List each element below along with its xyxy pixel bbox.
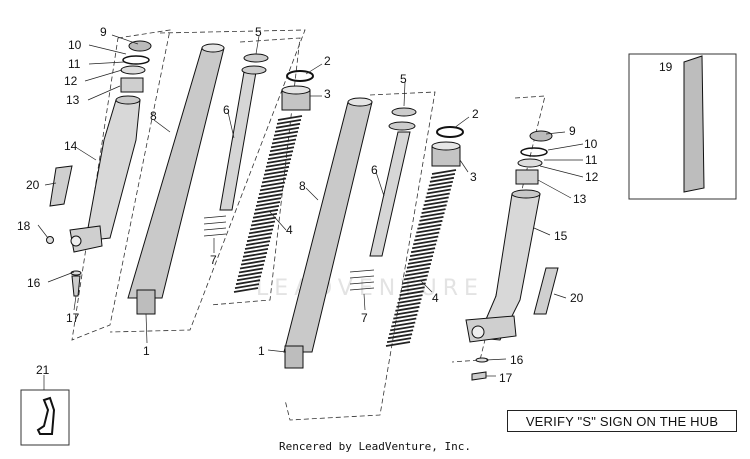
callout-numbers: 9 10 11 12 13 14 20 18 16 17 1 8 5 6 7 4…	[17, 25, 673, 385]
callout-4-left: 4	[286, 223, 293, 237]
washer-bolt-right	[471, 357, 489, 381]
assembly-outline-right	[451, 95, 546, 363]
callout-6-left: 6	[223, 103, 230, 117]
footer-credit: Rencered by LeadVenture, Inc.	[278, 440, 472, 453]
right-main-spring	[385, 169, 457, 347]
right-fork-slider	[465, 189, 541, 343]
sticker-box	[628, 53, 737, 200]
left-damper-rod	[219, 53, 269, 211]
right-fork-tube	[283, 97, 373, 369]
assembly-outline-left	[71, 29, 306, 341]
callout-13-right: 13	[573, 192, 587, 206]
callout-20-left: 20	[26, 178, 40, 192]
assembly-outline-center	[209, 37, 436, 421]
callout-8-left: 8	[150, 109, 157, 123]
callout-17-left: 17	[66, 311, 80, 325]
callout-1-right: 1	[258, 344, 265, 358]
callout-20-right: 20	[570, 291, 584, 305]
callout-16-right: 16	[510, 353, 524, 367]
right-damper-rod	[369, 107, 417, 257]
leader-lines	[37, 34, 584, 390]
left-cap-stack	[120, 40, 152, 93]
callout-2-left: 2	[324, 54, 331, 68]
callout-12-right: 12	[585, 170, 599, 184]
callout-12-left: 12	[64, 74, 78, 88]
left-fork-slider	[69, 95, 141, 253]
callout-16-left: 16	[27, 276, 41, 290]
callout-17-right: 17	[499, 371, 513, 385]
callout-5-left: 5	[255, 25, 262, 39]
left-fork-tube	[127, 43, 225, 315]
guard-left	[49, 165, 73, 207]
callout-13-left: 13	[66, 93, 80, 107]
clip-box	[20, 389, 70, 446]
callout-8-right: 8	[299, 179, 306, 193]
callout-2-right: 2	[472, 107, 479, 121]
right-cap-stack	[515, 130, 553, 185]
callout-18: 18	[17, 219, 31, 233]
callout-4-right: 4	[432, 291, 439, 305]
callout-9-left: 9	[100, 25, 107, 39]
right-rebound-spring	[349, 269, 375, 291]
right-bushing-oring	[431, 126, 464, 167]
callout-19: 19	[659, 60, 673, 74]
callout-7-right: 7	[361, 311, 368, 325]
callout-21: 21	[36, 363, 50, 377]
callout-14: 14	[64, 139, 78, 153]
callout-3-right: 3	[470, 170, 477, 184]
callout-10-right: 10	[584, 137, 598, 151]
callout-10-left: 10	[68, 38, 82, 52]
callout-9-right: 9	[569, 124, 576, 138]
callout-1-left: 1	[143, 344, 150, 358]
callout-7-left: 7	[210, 253, 217, 267]
callout-11-left: 11	[68, 57, 81, 71]
guard-right	[533, 267, 559, 315]
left-rebound-spring	[203, 215, 227, 237]
callout-15: 15	[554, 229, 568, 243]
callout-3-left: 3	[324, 87, 331, 101]
left-main-spring	[233, 115, 303, 293]
callout-11-right: 11	[585, 153, 598, 167]
callout-6-right: 6	[371, 163, 378, 177]
callout-5-right: 5	[400, 72, 407, 86]
bleed-screw	[46, 236, 54, 244]
left-bushing-oring	[281, 70, 314, 111]
verify-note: VERIFY "S" SIGN ON THE HUB	[507, 410, 737, 432]
